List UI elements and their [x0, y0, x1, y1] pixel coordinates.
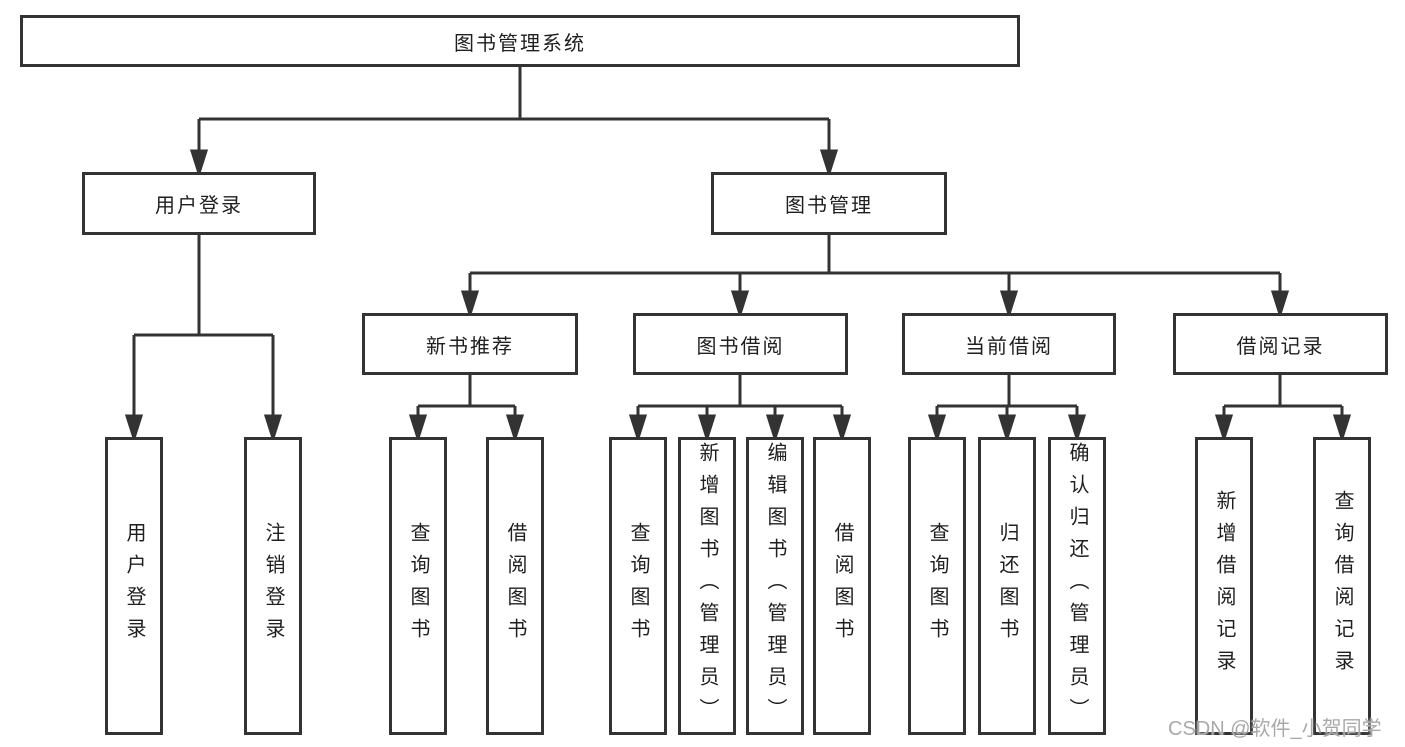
leaf-query-books-borrow: 查询图书	[609, 437, 667, 735]
leaf-borrow-books-recommend: 借阅图书	[486, 437, 544, 735]
node-user-login-label: 用户登录	[155, 195, 243, 217]
node-book-borrow-label: 图书借阅	[696, 335, 785, 358]
leaf-query-borrow-record-label: 查询借阅记录	[1331, 490, 1353, 682]
leaf-query-books-current: 查询图书	[908, 437, 966, 735]
node-library-system: 图书管理系统	[20, 15, 1020, 67]
leaf-confirm-return-admin: 确认归还（管理员）	[1048, 437, 1106, 735]
leaf-query-books-borrow-label: 查询图书	[627, 522, 649, 650]
leaf-return-books-label: 归还图书	[996, 522, 1018, 650]
leaf-query-books-recommend-label: 查询图书	[407, 522, 429, 650]
leaf-add-book-admin: 新增图书（管理员）	[678, 437, 736, 735]
leaf-user-login: 用户登录	[105, 437, 163, 735]
leaf-query-books-recommend: 查询图书	[389, 437, 447, 735]
node-user-login: 用户登录	[82, 172, 316, 235]
node-library-system-label: 图书管理系统	[454, 32, 586, 55]
leaf-logout: 注销登录	[244, 437, 302, 735]
node-book-borrow: 图书借阅	[633, 313, 848, 375]
leaf-logout-label: 注销登录	[262, 522, 284, 650]
leaf-user-login-label: 用户登录	[123, 522, 145, 650]
leaf-borrow-books-recommend-label: 借阅图书	[504, 522, 526, 650]
leaf-borrow-books-label: 借阅图书	[831, 522, 853, 650]
leaf-add-borrow-record-label: 新增借阅记录	[1213, 490, 1235, 682]
node-book-management-label: 图书管理	[785, 195, 873, 217]
leaf-add-borrow-record: 新增借阅记录	[1195, 437, 1253, 735]
leaf-query-books-current-label: 查询图书	[926, 522, 948, 650]
leaf-confirm-return-admin-label: 确认归还（管理员）	[1066, 442, 1088, 730]
node-book-management: 图书管理	[711, 172, 947, 235]
leaf-add-book-admin-label: 新增图书（管理员）	[696, 442, 718, 730]
node-current-borrow: 当前借阅	[902, 313, 1116, 375]
node-new-book-recommend: 新书推荐	[362, 313, 578, 375]
node-borrow-records-label: 借阅记录	[1236, 335, 1325, 358]
node-borrow-records: 借阅记录	[1173, 313, 1388, 375]
leaf-edit-book-admin: 编辑图书（管理员）	[746, 437, 804, 735]
leaf-return-books: 归还图书	[978, 437, 1036, 735]
leaf-query-borrow-record: 查询借阅记录	[1313, 437, 1371, 735]
leaf-borrow-books: 借阅图书	[813, 437, 871, 735]
node-new-book-recommend-label: 新书推荐	[426, 335, 514, 358]
leaf-edit-book-admin-label: 编辑图书（管理员）	[764, 442, 786, 730]
node-current-borrow-label: 当前借阅	[965, 335, 1053, 358]
